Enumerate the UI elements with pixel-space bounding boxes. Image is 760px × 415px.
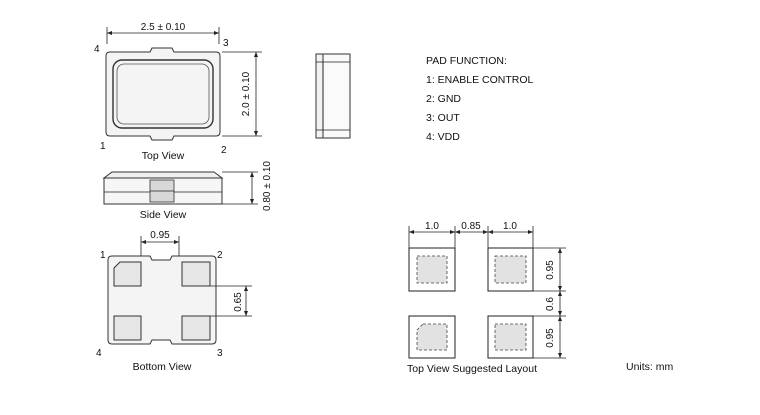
pad-function-item-4: 4: VDD [426, 131, 460, 143]
top-pin-4: 4 [94, 44, 100, 55]
layout-pad-1 [408, 315, 456, 359]
bottom-pin-2: 2 [217, 250, 223, 261]
side-height-dim: 0.80 ± 0.10 [262, 161, 273, 211]
top-view-label: Top View [142, 150, 185, 162]
top-view-body [105, 47, 221, 141]
pad-function-item-3: 3: OUT [426, 112, 460, 124]
units-label: Units: mm [626, 361, 674, 373]
suggested-layout: 1.0 0.85 1.0 0.95 0.6 0.95 Top View Sugg… [407, 221, 566, 375]
end-view [315, 53, 351, 139]
bottom-gap-dim: 0.95 [150, 230, 170, 241]
pad-function-item-1: 1: ENABLE CONTROL [426, 74, 534, 86]
bottom-gap-v-dim: 0.65 [233, 292, 244, 312]
pad-function-list: PAD FUNCTION: 1: ENABLE CONTROL 2: GND 3… [426, 55, 534, 143]
bottom-view: 0.95 0.65 1 2 3 4 Bottom View [96, 230, 252, 373]
layout-pad-2 [487, 315, 534, 359]
side-view: 0.80 ± 0.10 Side View [102, 161, 273, 221]
bottom-pin-3: 3 [217, 348, 223, 359]
top-height-dim: 2.0 ± 0.10 [241, 71, 252, 116]
top-pin-2: 2 [221, 145, 227, 156]
layout-h3-dim: 0.95 [545, 328, 556, 348]
bottom-view-label: Bottom View [133, 361, 192, 373]
layout-w1-dim: 1.0 [425, 221, 439, 232]
side-view-label: Side View [140, 209, 187, 221]
top-width-dim: 2.5 ± 0.10 [141, 22, 186, 33]
layout-w2-dim: 0.85 [461, 221, 481, 232]
bottom-pin-4: 4 [96, 348, 102, 359]
layout-pad-4 [408, 247, 456, 292]
pad-function-item-2: 2: GND [426, 93, 461, 105]
layout-h2-dim: 0.6 [545, 297, 556, 311]
pad-function-title: PAD FUNCTION: [426, 55, 507, 67]
layout-pad-3 [487, 247, 534, 292]
layout-h1-dim: 0.95 [545, 260, 556, 280]
top-pin-3: 3 [223, 38, 229, 49]
bottom-pad-3 [181, 315, 211, 341]
bottom-pad-2 [181, 261, 211, 287]
bottom-pin-1: 1 [100, 250, 106, 261]
top-pin-1: 1 [100, 141, 106, 152]
layout-label: Top View Suggested Layout [407, 363, 537, 375]
top-view: 2.5 ± 0.10 2.0 ± 0.10 4 3 1 2 Top View [94, 22, 262, 162]
bottom-pad-1 [113, 261, 142, 287]
bottom-pad-4 [113, 315, 142, 341]
layout-w3-dim: 1.0 [503, 221, 517, 232]
top-view-lid [112, 59, 214, 129]
